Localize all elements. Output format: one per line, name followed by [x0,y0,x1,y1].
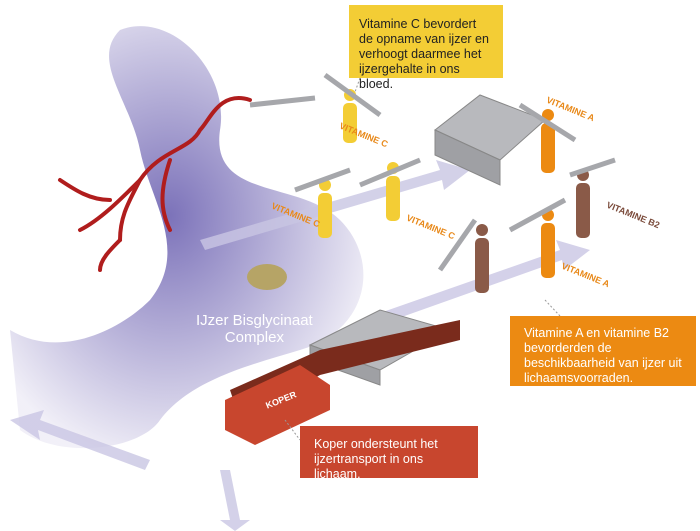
train [225,320,460,445]
complex-label-line1: IJzer Bisglycinaat [196,312,313,329]
complex-label-line2: Complex [224,329,284,346]
locomotive-koper [225,365,330,445]
vitamin-a-b2-callout: Vitamine A en vitamine B2 bevorderden de… [510,316,696,386]
vitamin-c-callout: Vitamine C bevordert de opname van ijzer… [349,5,503,91]
workers [318,89,590,293]
complex-label: IJzer Bisglycinaat Complex [196,312,313,346]
blood-vessel [58,96,252,272]
copper-callout: Koper ondersteunt het ijzertransport in … [300,426,478,481]
carried-beams [249,72,616,272]
iron-tablet [247,264,287,290]
stomach-shape [10,26,364,449]
leader-lines [284,77,561,441]
